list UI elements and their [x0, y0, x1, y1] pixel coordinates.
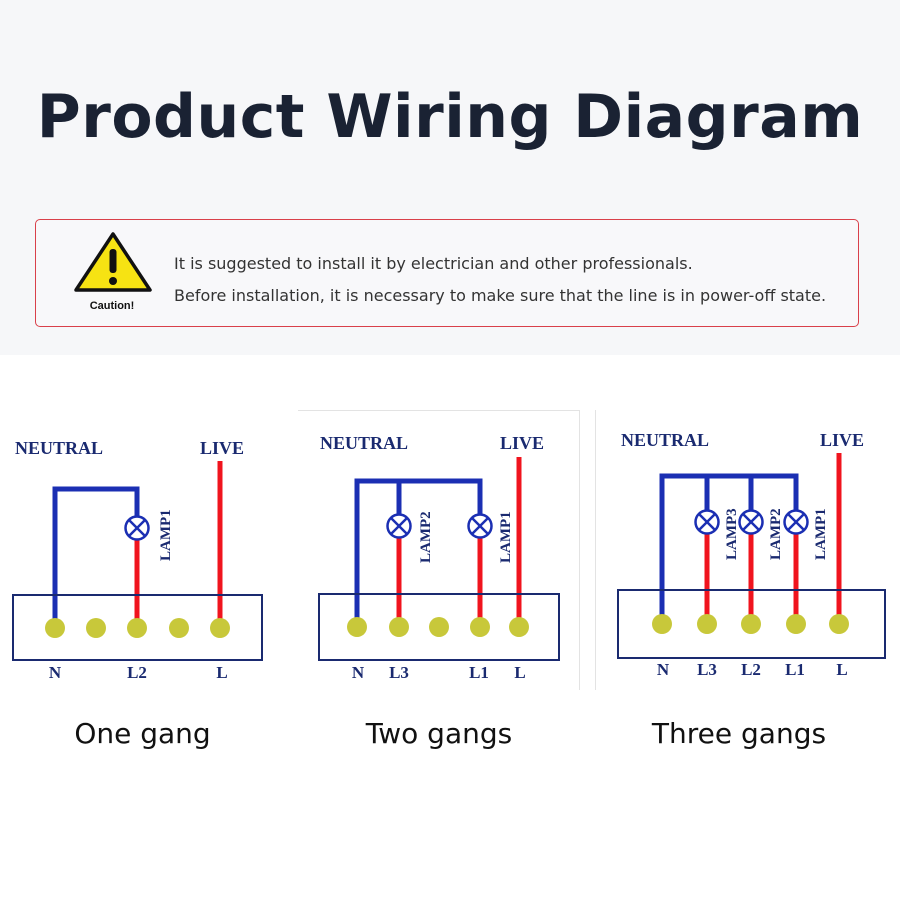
diagram-three-gangs: NEUTRAL LIVE LAMP3 LAMP2 LAMP1 N L3 L2 L…	[595, 410, 900, 690]
terminal	[470, 617, 490, 637]
page-title: Product Wiring Diagram	[36, 82, 864, 152]
neutral-label: NEUTRAL	[15, 438, 103, 458]
live-label: LIVE	[820, 430, 864, 450]
caution-text: It is suggested to install it by electri…	[174, 248, 826, 312]
terminal	[429, 617, 449, 637]
caution-box: Caution! It is suggested to install it b…	[35, 219, 859, 327]
lamp-label: LAMP1	[813, 508, 829, 560]
lamp-icon	[467, 513, 493, 539]
live-label: LIVE	[200, 438, 244, 458]
terminal	[169, 618, 189, 638]
caption-two-gangs: Two gangs	[365, 717, 513, 750]
terminal	[786, 614, 806, 634]
terminal-label: N	[657, 660, 670, 679]
terminal-block	[318, 593, 560, 661]
terminal-label: L	[216, 663, 227, 682]
terminal-label: L	[836, 660, 847, 679]
warning-triangle-icon	[74, 232, 152, 292]
terminal-label: L3	[389, 663, 409, 682]
terminal-label: L3	[697, 660, 717, 679]
terminal-label: L1	[469, 663, 489, 682]
live-label: LIVE	[500, 433, 544, 453]
lamp-icon	[124, 515, 150, 541]
terminal-label: N	[49, 663, 62, 682]
terminal-block	[617, 589, 886, 659]
lamp-icon	[738, 509, 764, 535]
caution-label: Caution!	[89, 300, 135, 312]
terminal-label: L1	[785, 660, 805, 679]
terminal-label: N	[352, 663, 365, 682]
terminal	[741, 614, 761, 634]
terminal	[697, 614, 717, 634]
lamp-icon	[783, 509, 809, 535]
terminal	[45, 618, 65, 638]
lamp-label: LAMP1	[498, 511, 514, 563]
terminal	[389, 617, 409, 637]
lamp-label: LAMP2	[418, 511, 434, 563]
terminal	[829, 614, 849, 634]
caption-three-gangs: Three gangs	[651, 717, 827, 750]
lamp-label: LAMP2	[768, 508, 784, 560]
caution-line: Before installation, it is necessary to …	[174, 286, 827, 305]
lamp-icon	[694, 509, 720, 535]
lamp-label: LAMP1	[158, 509, 174, 561]
terminal-block	[12, 594, 263, 661]
terminal	[86, 618, 106, 638]
terminal	[127, 618, 147, 638]
terminal-label: L2	[741, 660, 761, 679]
lamp-icon	[386, 513, 412, 539]
neutral-label: NEUTRAL	[621, 430, 709, 450]
terminal	[210, 618, 230, 638]
caption-one-gang: One gang	[74, 717, 211, 750]
terminal-label: L2	[127, 663, 147, 682]
neutral-wire	[52, 486, 140, 623]
terminal	[509, 617, 529, 637]
diagram-two-gangs: NEUTRAL LIVE LAMP2 LAMP1 N L3 L1 L	[298, 410, 580, 690]
neutral-wire	[354, 478, 483, 626]
diagram-one-gang: NEUTRAL LIVE LAMP1 N L2 L	[0, 395, 290, 695]
terminal	[347, 617, 367, 637]
terminal-label: L	[514, 663, 525, 682]
neutral-wire	[659, 473, 799, 623]
caution-line: It is suggested to install it by electri…	[174, 254, 693, 273]
lamp-label: LAMP3	[724, 508, 740, 560]
terminal	[652, 614, 672, 634]
neutral-label: NEUTRAL	[320, 433, 408, 453]
